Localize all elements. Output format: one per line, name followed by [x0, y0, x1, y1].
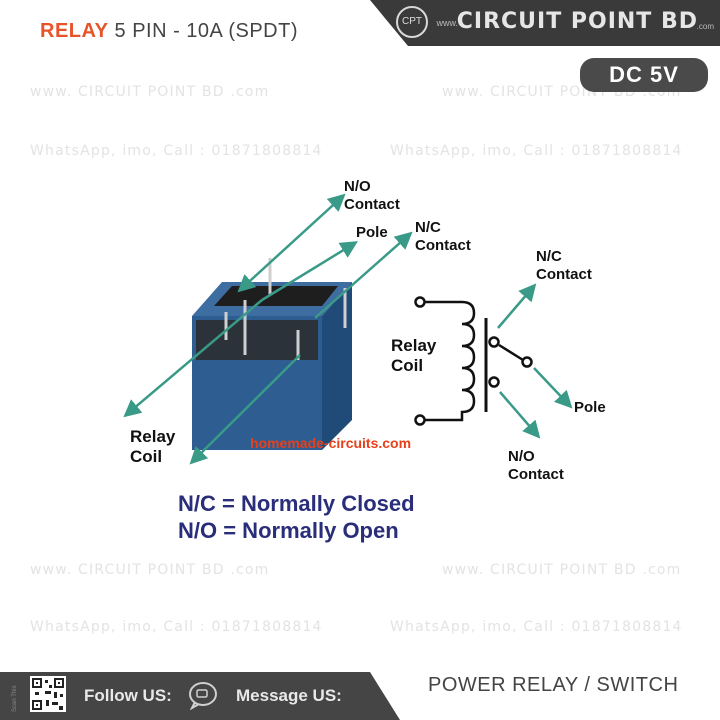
watermark-contact: WhatsApp, imo, Call : 01871808814 [30, 143, 323, 159]
watermark-contact: WhatsApp, imo, Call : 01871808814 [30, 619, 323, 635]
watermark-site: www. CIRCUIT POINT BD .com [30, 84, 270, 100]
label-no-contact: N/O Contact [344, 178, 400, 213]
nc-contact-arrow [314, 231, 413, 319]
relay-body [192, 258, 352, 450]
switch-arm [498, 343, 524, 362]
message-us-label: Message US: [236, 686, 342, 705]
label-relay-coil: Relay Coil [130, 427, 176, 466]
brand-bar [370, 0, 720, 46]
schematic-label-relay-coil: Relay Coil [391, 336, 437, 375]
brand-www: www. [436, 18, 458, 28]
watermark-site: www. CIRCUIT POINT BD .com [442, 562, 682, 578]
schematic-pole-arrow [533, 367, 573, 409]
relay-schematic [414, 296, 533, 426]
scan-label: Scan This [12, 685, 18, 712]
schematic-label-nc-contact: N/C Contact [536, 248, 592, 283]
legend-no: N/O = Normally Open [178, 518, 399, 543]
label-pole: Pole [356, 224, 388, 241]
follow-us-label: Follow US: [84, 686, 172, 705]
coil-symbol [424, 300, 476, 422]
legend-nc: N/C = Normally Closed [178, 491, 415, 516]
source-website: homemade-circuits.com [250, 435, 412, 451]
chat-bubble-icon[interactable] [187, 680, 219, 710]
watermark-contact: WhatsApp, imo, Call : 01871808814 [390, 619, 683, 635]
title-rest: 5 PIN - 10A (SPDT) [108, 20, 299, 42]
page-title: RELAY 5 PIN - 10A (SPDT) [40, 20, 298, 43]
pole-terminal [521, 356, 533, 368]
brand-name: CIRCUIT POINT BD [456, 9, 698, 34]
title-accent: RELAY [40, 20, 109, 42]
watermark-contact: WhatsApp, imo, Call : 01871808814 [390, 143, 683, 159]
schematic-label-no-contact: N/O Contact [508, 448, 564, 483]
label-nc-contact: N/C Contact [415, 219, 471, 254]
coil-arrow-1 [123, 299, 263, 418]
brand-logo-icon: CPT [396, 6, 428, 38]
nc-terminal [488, 336, 500, 348]
pole-arrow [261, 241, 358, 302]
schematic-no-arrow [499, 391, 541, 439]
schematic-nc-arrow [497, 283, 537, 329]
voltage-badge: DC 5V [580, 58, 708, 92]
product-category: POWER RELAY / SWITCH [428, 674, 679, 696]
no-terminal [488, 376, 500, 388]
coil-arrow-2 [189, 354, 301, 465]
brand-suffix: .com [696, 22, 714, 31]
schematic-label-pole: Pole [574, 399, 606, 416]
qr-code-icon[interactable] [30, 676, 66, 712]
footer-dark-bar [0, 672, 400, 720]
watermark-site: www. CIRCUIT POINT BD .com [30, 562, 270, 578]
no-contact-arrow [237, 193, 346, 293]
